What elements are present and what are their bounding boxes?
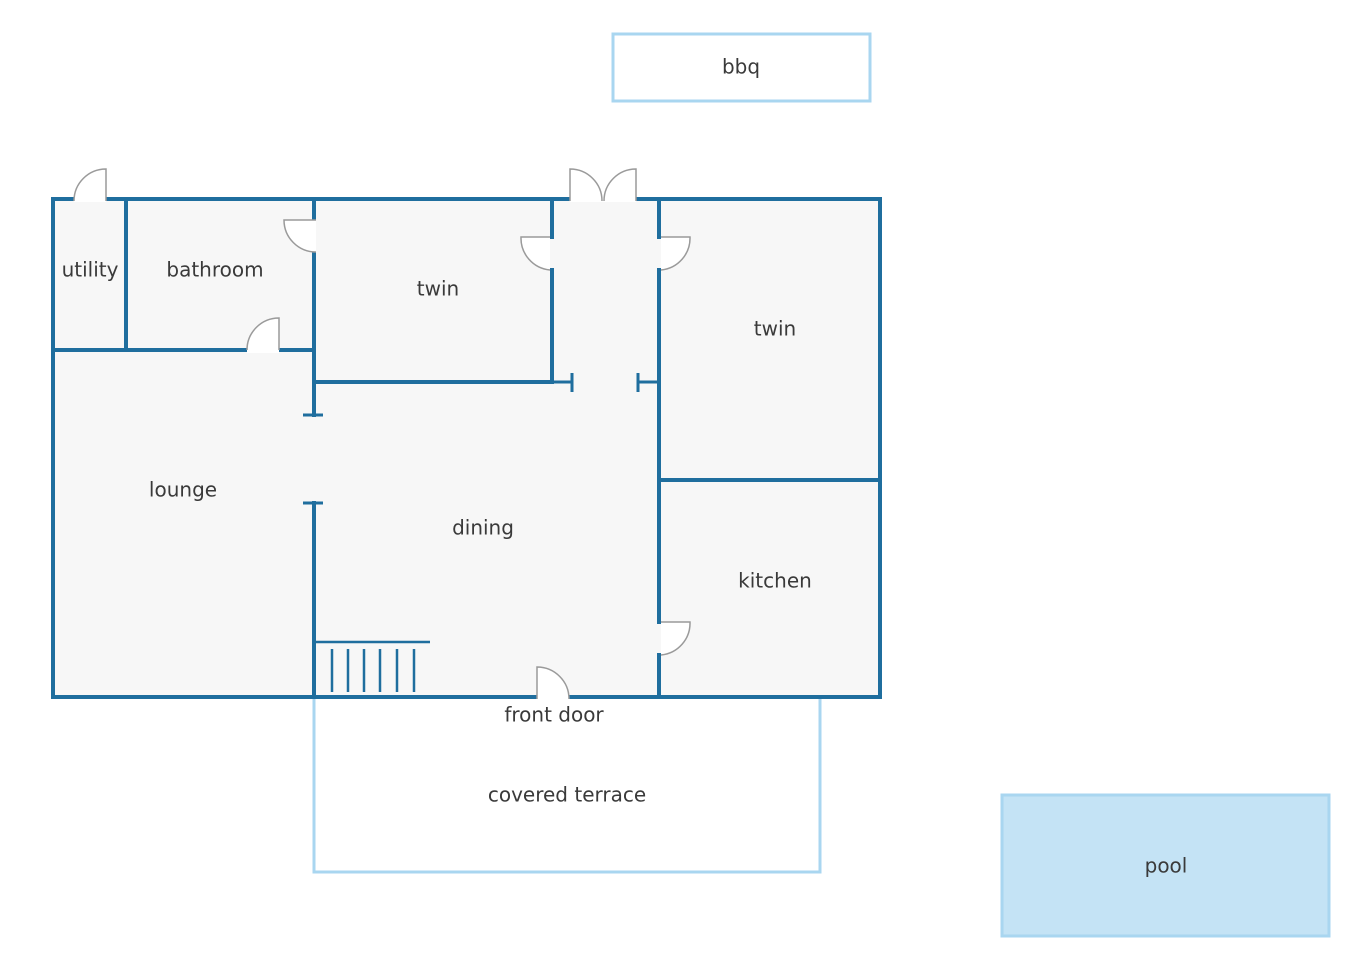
bathroom-door-icon [246,317,280,353]
outer-walls [51,197,882,699]
house-floor [53,199,880,697]
front-door-label: front door [504,703,604,727]
staircase [314,640,430,692]
interior-walls [51,197,882,699]
room-bathroom: bathroom [166,258,263,282]
bbq-area [611,32,872,103]
bbq-label: bbq [722,55,760,79]
pool-label: pool [1145,854,1188,878]
twin-left-door-icon [520,236,551,271]
kitchen-door-icon [660,621,691,656]
room-dining: dining [452,516,514,540]
front-door-icon [536,666,570,700]
room-twin-right: twin [754,317,796,341]
pool [1000,793,1331,938]
room-lounge: lounge [149,478,217,502]
covered-terrace [312,695,822,874]
covered-terrace-label: covered terrace [488,783,646,807]
twin-left-side-door-icon [283,219,317,253]
back-double-door-icon [569,168,637,202]
twin-right-door-icon [660,236,691,271]
utility-door-icon [73,168,107,202]
doors [73,168,691,700]
room-kitchen: kitchen [738,569,812,593]
room-twin-left: twin [417,277,459,301]
room-utility: utility [62,258,119,282]
